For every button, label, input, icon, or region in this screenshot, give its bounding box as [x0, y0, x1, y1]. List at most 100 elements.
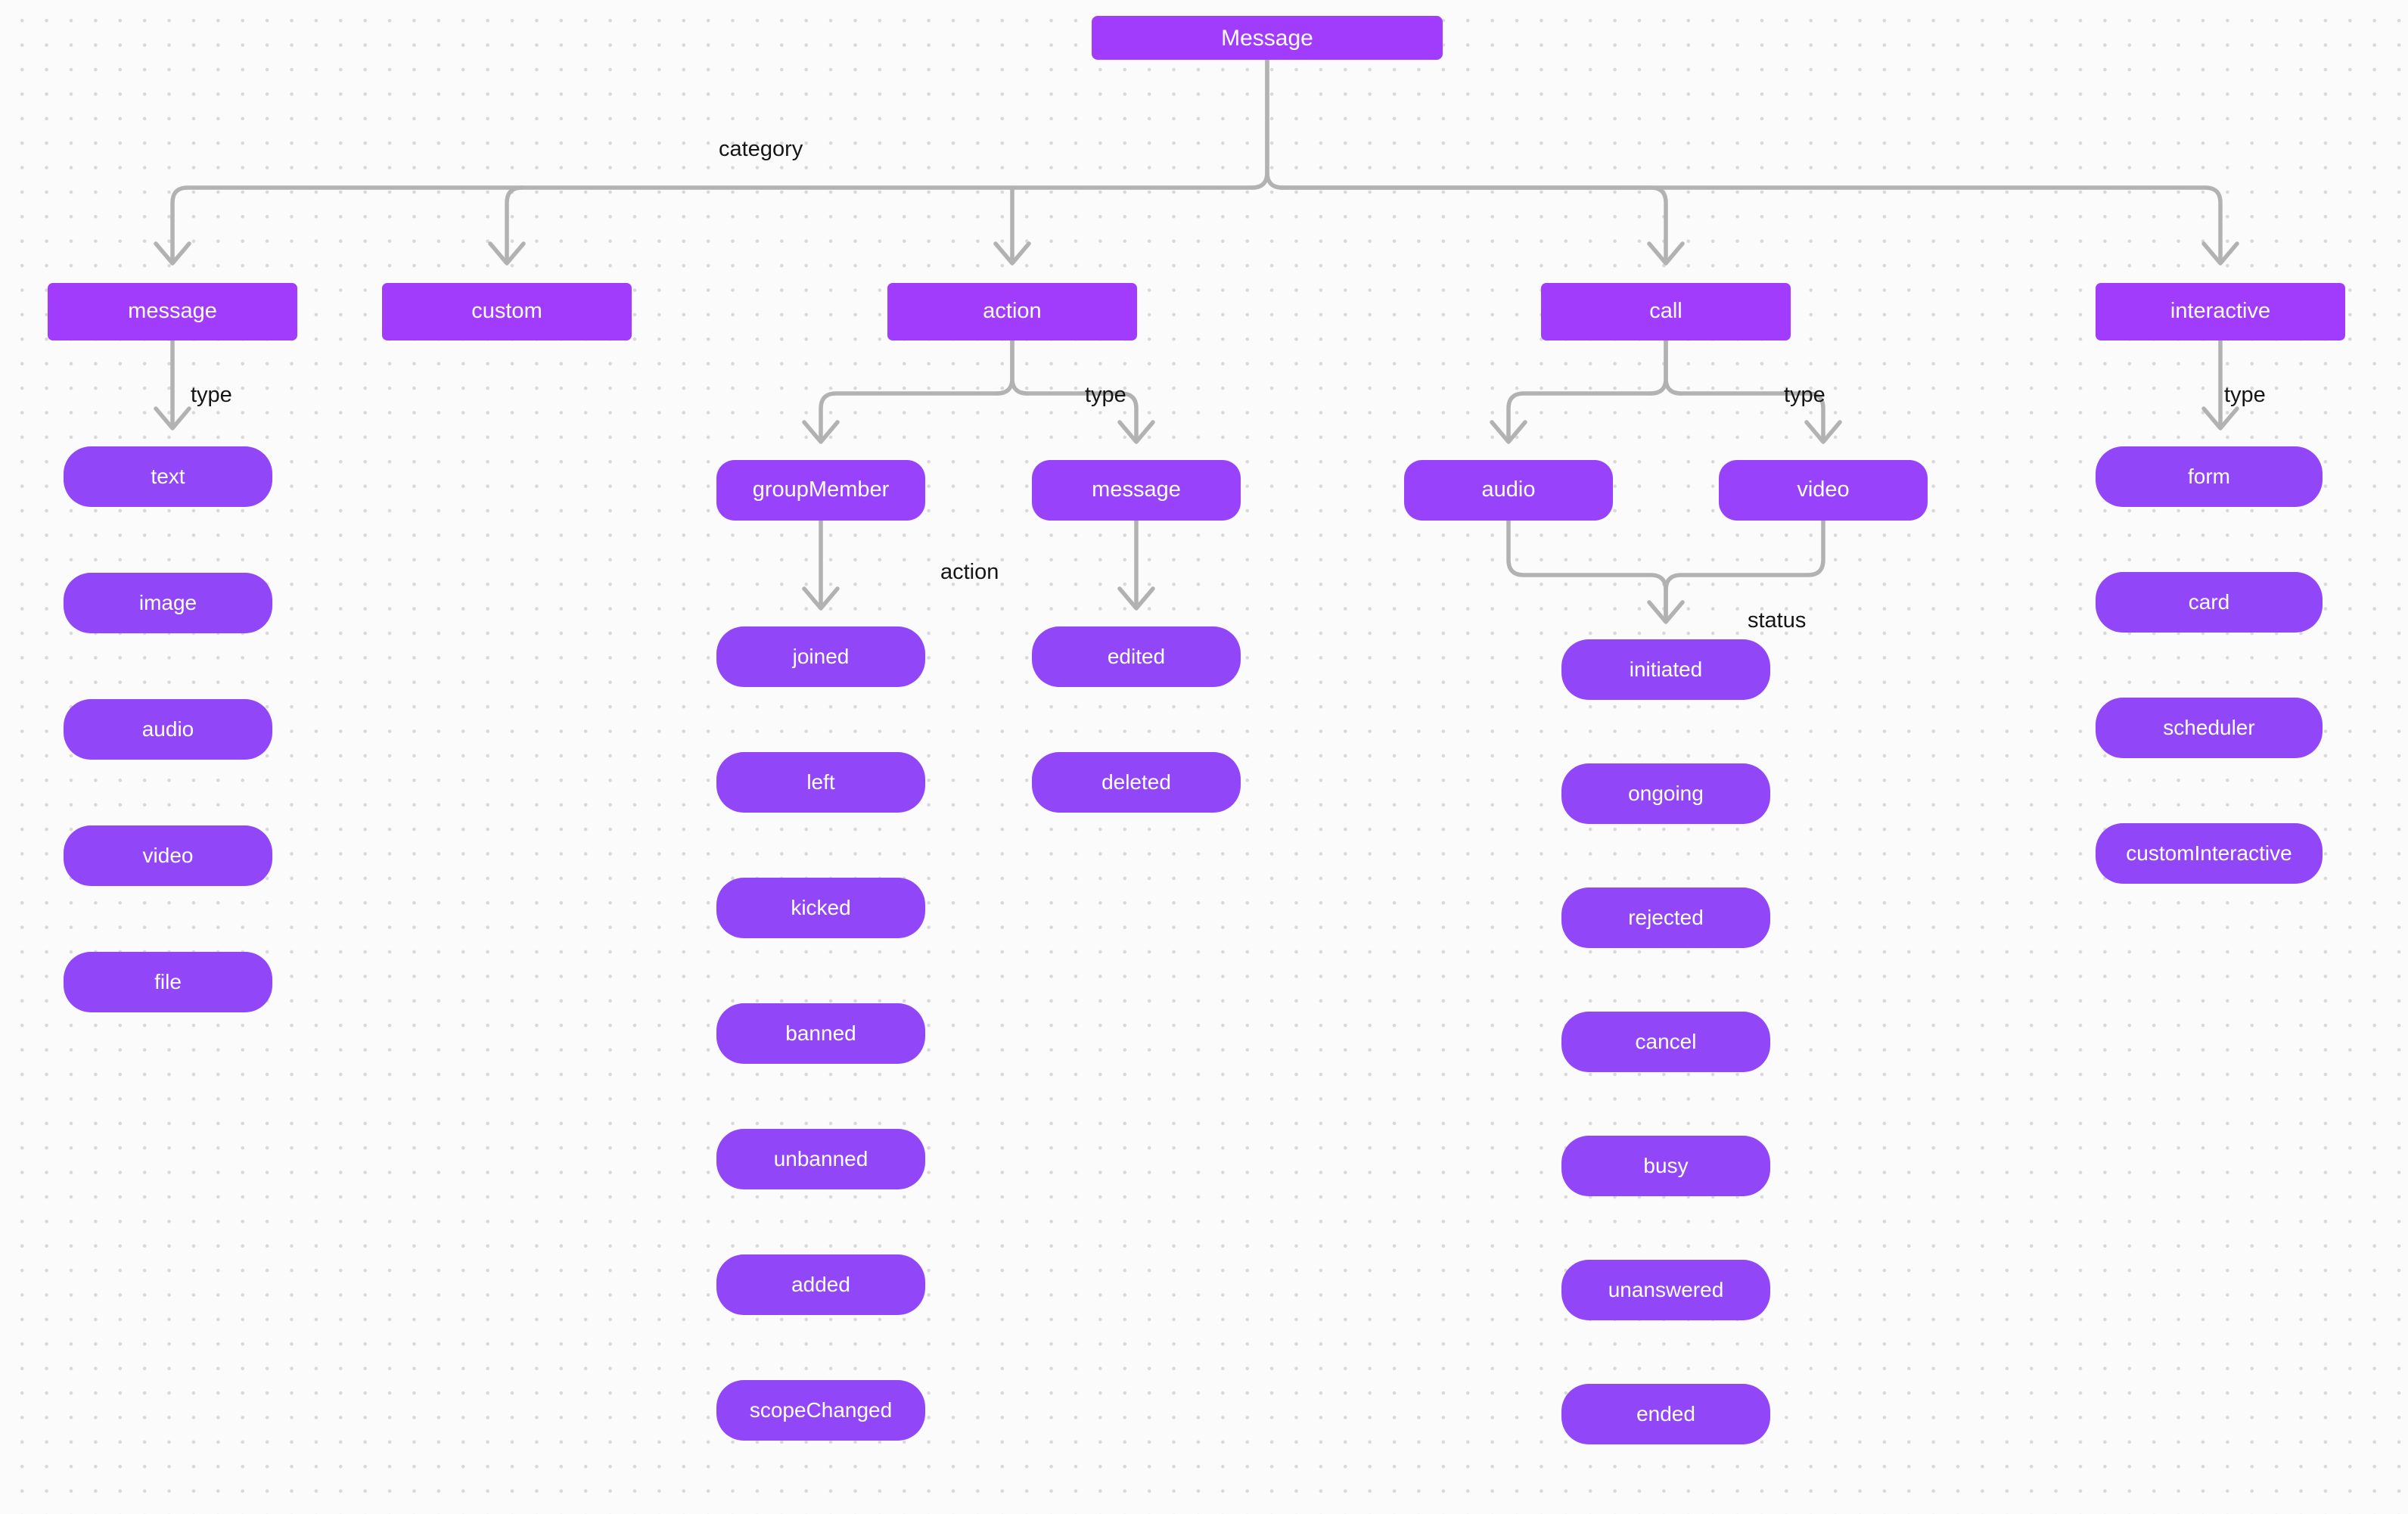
- node-leaf-kicked[interactable]: kicked: [716, 878, 925, 938]
- node-label: audio: [1481, 477, 1536, 502]
- edge-root-to-message: [170, 185, 1254, 263]
- node-leaf-edited[interactable]: edited: [1032, 626, 1241, 687]
- node-label: text: [151, 464, 185, 488]
- node-label: file: [154, 969, 182, 993]
- edge-audio-to-initiated: [1506, 518, 1668, 621]
- node-label: ongoing: [1628, 781, 1704, 805]
- node-call-audio[interactable]: audio: [1404, 460, 1613, 521]
- edge-video-to-initiated: [1664, 518, 1825, 621]
- node-leaf-rejected[interactable]: rejected: [1561, 888, 1770, 948]
- node-label: banned: [785, 1021, 856, 1045]
- arrowhead-action: [993, 241, 1031, 266]
- node-leaf-joined[interactable]: joined: [716, 626, 925, 687]
- node-category-action[interactable]: action: [887, 283, 1137, 340]
- node-category-custom[interactable]: custom: [382, 283, 632, 340]
- edge-label-call-status: status: [1748, 608, 1807, 633]
- node-label: joined: [792, 644, 850, 668]
- node-label: form: [2188, 464, 2230, 488]
- edge-label-interactive-type: type: [2224, 383, 2266, 407]
- arrowhead-action-message: [1117, 420, 1155, 444]
- arrowhead-groupmember: [802, 420, 840, 444]
- node-leaf-deleted[interactable]: deleted: [1032, 752, 1241, 813]
- edge-action-to-groupmember: [819, 391, 999, 441]
- node-label: action: [983, 299, 1042, 324]
- edge-label-groupmember-action: action: [940, 560, 999, 584]
- node-label: cancel: [1635, 1029, 1697, 1053]
- node-leaf-image[interactable]: image: [64, 573, 272, 633]
- arrowhead-joined: [802, 586, 840, 611]
- node-leaf-text[interactable]: text: [64, 446, 272, 507]
- node-leaf-audio[interactable]: audio: [64, 699, 272, 760]
- edge-label-category: category: [719, 137, 803, 161]
- node-label: edited: [1107, 644, 1166, 668]
- edge-label-message-type: type: [191, 383, 232, 407]
- arrowhead-custom: [488, 241, 526, 266]
- edge-action-stem-left: [995, 338, 1014, 396]
- node-label: rejected: [1628, 905, 1704, 929]
- node-label: busy: [1643, 1153, 1689, 1177]
- node-action-message[interactable]: message: [1032, 460, 1241, 521]
- edge-root-to-call: [1280, 185, 1668, 263]
- node-leaf-card[interactable]: card: [2096, 572, 2323, 633]
- node-label: ended: [1636, 1401, 1695, 1425]
- node-call-video[interactable]: video: [1719, 460, 1928, 521]
- node-action-groupmember[interactable]: groupMember: [716, 460, 925, 521]
- node-label: image: [138, 590, 197, 614]
- node-category-call[interactable]: call: [1541, 283, 1791, 340]
- node-leaf-unanswered[interactable]: unanswered: [1561, 1260, 1770, 1320]
- arrowhead-initiated: [1647, 600, 1685, 624]
- node-label: scopeChanged: [749, 1397, 893, 1422]
- node-label: video: [1797, 477, 1850, 502]
- edge-call-to-audio: [1506, 391, 1653, 441]
- edge-root-to-custom: [505, 185, 524, 263]
- node-label: added: [791, 1272, 850, 1296]
- edge-call-stem-right: [1664, 338, 1683, 396]
- edge-root-stem-left: [1250, 58, 1269, 190]
- node-leaf-ongoing[interactable]: ongoing: [1561, 763, 1770, 824]
- node-label: interactive: [2170, 299, 2271, 324]
- node-category-message[interactable]: message: [48, 283, 297, 340]
- node-category-interactive[interactable]: interactive: [2096, 283, 2345, 340]
- node-leaf-left[interactable]: left: [716, 752, 925, 813]
- arrowhead-form: [2201, 406, 2239, 431]
- node-leaf-custominteractive[interactable]: customInteractive: [2096, 823, 2323, 884]
- arrowhead-message: [154, 241, 191, 266]
- node-leaf-scheduler[interactable]: scheduler: [2096, 698, 2323, 758]
- node-label: audio: [141, 717, 194, 741]
- edge-label-call-type: type: [1784, 383, 1825, 407]
- node-leaf-file[interactable]: file: [64, 952, 272, 1012]
- arrowhead-edited: [1117, 586, 1155, 611]
- node-label: message: [1092, 477, 1181, 502]
- arrowhead-text: [154, 406, 191, 431]
- node-root-message[interactable]: Message: [1092, 16, 1443, 60]
- node-label: card: [2188, 589, 2230, 614]
- edge-root-stem-right: [1265, 58, 1285, 190]
- node-label: message: [128, 299, 217, 324]
- node-leaf-ended[interactable]: ended: [1561, 1384, 1770, 1444]
- node-label: groupMember: [752, 477, 890, 502]
- node-label: custom: [471, 299, 542, 324]
- edge-root-to-interactive: [1280, 185, 2223, 263]
- node-label: kicked: [791, 895, 851, 919]
- node-label: left: [806, 769, 835, 794]
- node-leaf-form[interactable]: form: [2096, 446, 2323, 507]
- node-label: unbanned: [773, 1146, 868, 1170]
- edge-label-action-type: type: [1085, 383, 1126, 407]
- node-leaf-added[interactable]: added: [716, 1254, 925, 1315]
- node-label: scheduler: [2163, 715, 2255, 739]
- arrowhead-call: [1647, 241, 1685, 266]
- node-leaf-banned[interactable]: banned: [716, 1003, 925, 1064]
- node-label: Message: [1221, 25, 1313, 51]
- arrowhead-audio: [1490, 420, 1527, 444]
- edge-call-stem-left: [1648, 338, 1668, 396]
- edge-action-stem-right: [1010, 338, 1030, 396]
- node-leaf-unbanned[interactable]: unbanned: [716, 1129, 925, 1189]
- node-leaf-cancel[interactable]: cancel: [1561, 1012, 1770, 1072]
- node-label: unanswered: [1608, 1277, 1724, 1301]
- node-leaf-busy[interactable]: busy: [1561, 1136, 1770, 1196]
- node-leaf-initiated[interactable]: initiated: [1561, 639, 1770, 700]
- node-leaf-scopechanged[interactable]: scopeChanged: [716, 1380, 925, 1441]
- node-label: call: [1649, 299, 1682, 324]
- node-leaf-video[interactable]: video: [64, 825, 272, 886]
